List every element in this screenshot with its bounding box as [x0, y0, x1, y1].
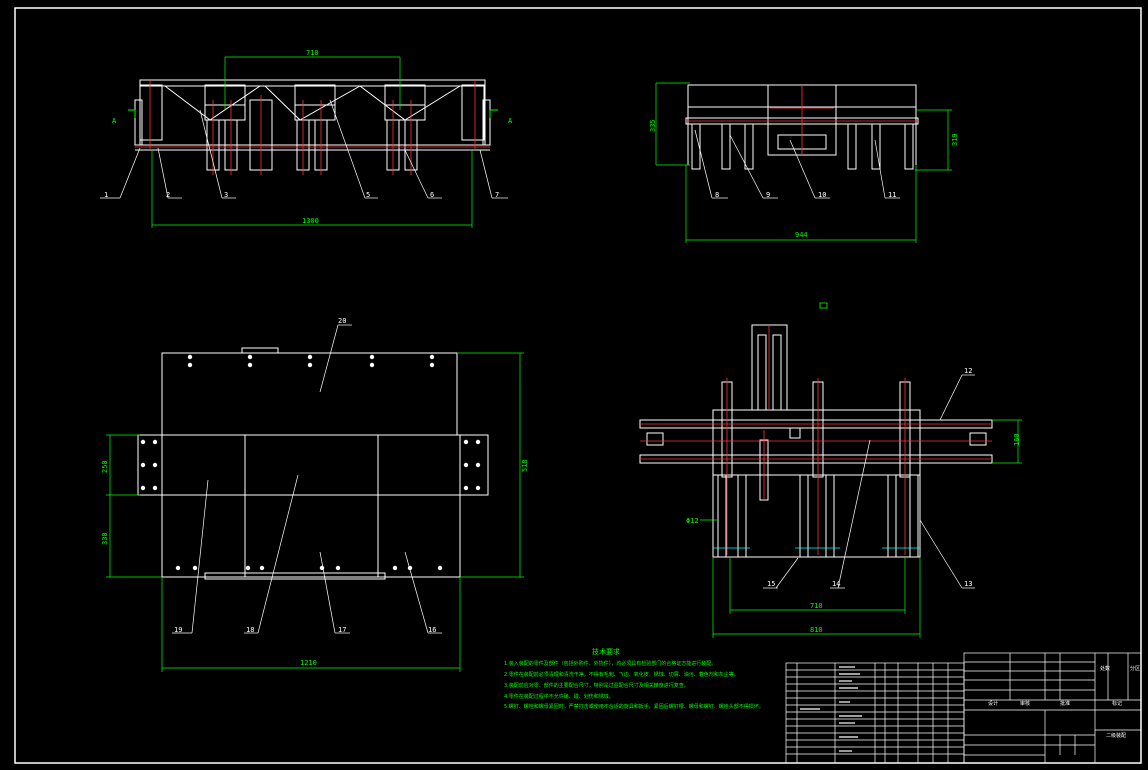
note-line-1: 1.装入装配的零件及部件（包括外购件、外协件），均必须具有检验部门的合格证方能进…: [504, 660, 716, 667]
part-label-7: 7: [495, 191, 499, 199]
part-label-5: 5: [366, 191, 370, 199]
part-label-9: 9: [766, 191, 770, 199]
note-line-5: 5.螺钉、螺栓和螺母紧固时，严禁打击或使用不合适的旋具和扳手。紧固后螺钉槽、螺母…: [504, 703, 764, 710]
section-dimension-lines: [700, 419, 1022, 638]
dim-side-bottom: 944: [795, 231, 808, 239]
part-label-10: 10: [818, 191, 826, 199]
note-line-4: 4.零件在装配过程中不允许磕、碰、划伤和锈蚀。: [504, 693, 614, 700]
part-label-14: 14: [832, 580, 840, 588]
dim-plan-top-height: 250: [101, 460, 109, 473]
section-centerlines: [640, 325, 992, 555]
bom-table: [785, 662, 965, 764]
part-label-16: 16: [428, 626, 436, 634]
part-label-8: 8: [715, 191, 719, 199]
note-line-3: 3.装配前应对零、部件的主要配合尺寸，特别是过盈配合尺寸及相关精度进行复查。: [504, 682, 689, 689]
plan-leaders: [172, 324, 442, 634]
title-cell-mark: 标记: [1112, 700, 1122, 707]
part-label-17: 17: [338, 626, 346, 634]
dim-section-left: Φ12: [686, 517, 699, 525]
dim-section-outer: 810: [810, 626, 823, 634]
front-dimension-lines: [151, 56, 473, 228]
part-label-20: 20: [338, 317, 346, 325]
part-label-13: 13: [964, 580, 972, 588]
part-label-3: 3: [224, 191, 228, 199]
part-label-12: 12: [964, 367, 972, 375]
dim-plan-total-height: 518: [521, 459, 529, 472]
part-label-2: 2: [166, 191, 170, 199]
title-block: [963, 652, 1142, 764]
front-leaders: [100, 99, 508, 199]
plan-dimension-lines: [106, 352, 524, 672]
side-dimension-lines: [655, 82, 952, 243]
view-marker: [819, 302, 828, 309]
dim-section-right: 160: [1013, 433, 1021, 446]
section-mark-right: A: [508, 117, 513, 125]
front-centerlines: [135, 80, 490, 175]
part-label-19: 19: [174, 626, 182, 634]
part-label-6: 6: [430, 191, 434, 199]
title-cell-count: 处数: [1100, 665, 1110, 672]
title-cell-approve: 批准: [1060, 700, 1070, 707]
dim-side-left: 335: [649, 119, 657, 132]
title-cell-review: 审核: [1020, 700, 1030, 707]
dim-plan-bottom-width: 1210: [300, 659, 317, 667]
drawing-frame: [14, 7, 1142, 764]
part-label-1: 1: [104, 191, 108, 199]
dim-side-right: 319: [951, 133, 959, 146]
title-cell-zone: 分区: [1130, 665, 1140, 672]
title-drawing-name: 二级装配: [1106, 732, 1126, 739]
section-mark-left: A: [112, 117, 117, 125]
dim-section-inner: 710: [810, 602, 823, 610]
side-centerlines: [686, 85, 918, 155]
section-leaders: [763, 374, 975, 589]
note-line-2: 2.零件在装配前必须清理和清洗干净，不得有毛刺、飞边、氧化皮、锈蚀、切屑、油污、…: [504, 671, 739, 678]
plan-view: [137, 347, 489, 580]
side-leaders: [694, 129, 900, 199]
notes-title: 技术要求: [592, 647, 620, 656]
dim-front-top: 710: [306, 49, 319, 57]
front-section-marks: [128, 109, 498, 118]
bom-text-marks: [800, 666, 862, 752]
part-label-18: 18: [246, 626, 254, 634]
plan-holes: [140, 354, 481, 571]
dim-plan-bottom-height: 330: [101, 532, 109, 545]
part-label-15: 15: [767, 580, 775, 588]
dim-front-bottom: 1300: [302, 217, 319, 225]
title-cell-design: 设计: [988, 700, 998, 707]
front-view: [134, 79, 491, 171]
part-label-11: 11: [888, 191, 896, 199]
